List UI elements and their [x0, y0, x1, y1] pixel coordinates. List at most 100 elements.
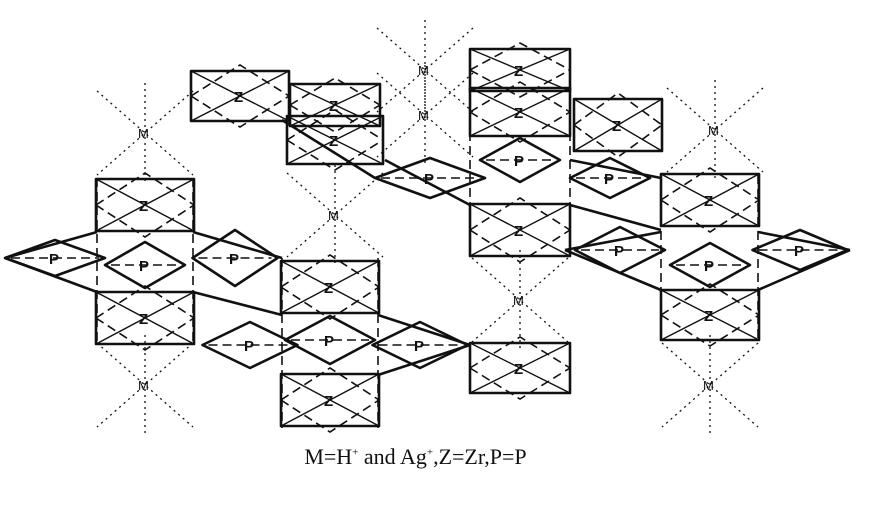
octahedron-back-edge — [280, 286, 380, 320]
p-tetrahedra-layer — [3, 118, 851, 377]
m-cation-site — [661, 335, 759, 435]
linking-edge — [569, 203, 662, 232]
p-label: P — [139, 258, 149, 275]
caption-part3: ,Z=Zr,P=P — [433, 444, 527, 469]
octahedron-edge — [660, 289, 760, 341]
octahedron-edge — [280, 260, 380, 314]
octahedron-back-edge — [280, 367, 380, 401]
zr-label: Z — [514, 223, 523, 240]
octahedron-edge — [286, 115, 384, 165]
m-label: M — [708, 123, 719, 138]
octahedron-edge — [469, 48, 571, 92]
linking-edge — [377, 343, 471, 377]
zr-label: Z — [329, 133, 338, 150]
octahedron-back-edge — [286, 139, 384, 171]
zr-octahedron — [94, 285, 196, 351]
octahedron-back-edge — [95, 285, 195, 319]
zr-octahedron — [279, 254, 381, 320]
zr-octahedron — [659, 167, 761, 233]
p-label: P — [794, 243, 804, 260]
octahedron-edge — [573, 98, 663, 152]
octahedron-edge — [469, 87, 571, 137]
linking-edge — [4, 256, 98, 294]
m-cation-site — [96, 335, 194, 435]
linking-edge — [384, 158, 471, 207]
octahedron-edge — [469, 203, 571, 257]
m-cation-sites-layer — [96, 20, 764, 435]
octahedron-back-edge — [469, 111, 571, 143]
tetrahedron-outline — [103, 240, 187, 290]
p-label: P — [324, 333, 334, 350]
tetrahedron-outline — [668, 241, 752, 289]
octahedron-back-edge — [469, 81, 571, 113]
m-label: M — [138, 126, 149, 141]
octahedron-back-edge — [95, 317, 195, 351]
zr-octahedron — [468, 336, 572, 400]
p-tetrahedron — [283, 314, 377, 366]
m-label: M — [138, 378, 149, 393]
zr-label: Z — [139, 311, 148, 328]
octahedron-back-edge — [660, 314, 760, 347]
octahedron-back-edge — [469, 69, 571, 98]
octahedron-back-edge — [280, 399, 380, 433]
octahedron-edge — [660, 173, 760, 227]
caption-sup1: + — [352, 446, 359, 459]
octahedron-back-edge — [660, 199, 760, 233]
zr-label: Z — [324, 280, 333, 297]
zr-label: Z — [514, 63, 523, 80]
linking-edge — [569, 158, 662, 180]
zr-label: Z — [704, 308, 713, 325]
octahedron-back-edge — [95, 204, 195, 238]
octahedron-back-edge — [469, 197, 571, 231]
caption-part1: M=H — [304, 444, 353, 469]
m-cation-site — [666, 80, 764, 180]
octahedron-edge — [95, 291, 195, 345]
octahedron-edge — [95, 178, 195, 232]
zr-label: Z — [329, 98, 338, 115]
octahedron-back-edge — [469, 42, 571, 71]
zr-label: Z — [612, 118, 621, 135]
p-tetrahedron — [373, 156, 487, 200]
m-label: M — [328, 208, 339, 223]
octahedron-back-edge — [190, 64, 290, 97]
linking-edge — [564, 230, 662, 252]
caption-part2: and Ag — [358, 444, 427, 469]
m-cation-site — [96, 83, 194, 183]
octahedron-back-edge — [660, 283, 760, 316]
p-tetrahedron — [201, 320, 299, 370]
caption-sup2: + — [426, 446, 434, 459]
p-tetrahedron — [103, 240, 187, 290]
zr-octahedron — [659, 283, 761, 347]
m-cation-site — [286, 165, 384, 265]
octahedron-back-edge — [286, 109, 384, 141]
octahedron-edge — [190, 70, 290, 122]
tetrahedron-outline — [478, 136, 562, 184]
p-label: P — [49, 251, 59, 268]
tetrahedron-outline — [283, 314, 377, 366]
zr-label: Z — [514, 361, 523, 378]
zr-octahedron — [285, 109, 385, 171]
linking-edge — [192, 290, 283, 317]
m-cation-site — [471, 250, 569, 350]
zr-octahedron — [572, 92, 664, 158]
zr-label: Z — [139, 198, 148, 215]
linking-edge — [564, 248, 662, 292]
p-tetrahedron — [668, 241, 752, 289]
octahedron-back-edge — [280, 254, 380, 288]
zr-octahedra-layer — [94, 42, 761, 433]
octahedron-back-edge — [289, 77, 381, 106]
p-label: P — [424, 171, 434, 188]
p-label: P — [614, 243, 624, 260]
octahedron-back-edge — [289, 104, 381, 133]
m-cation-site — [376, 20, 474, 120]
octahedron-back-edge — [469, 336, 571, 369]
octahedron-edge — [289, 83, 381, 127]
linking-edge — [757, 248, 851, 292]
octahedron-back-edge — [573, 124, 663, 158]
octahedron-back-edge — [660, 167, 760, 201]
octahedron-edge — [469, 342, 571, 394]
m-label: M — [513, 293, 524, 308]
p-label: P — [704, 258, 714, 275]
